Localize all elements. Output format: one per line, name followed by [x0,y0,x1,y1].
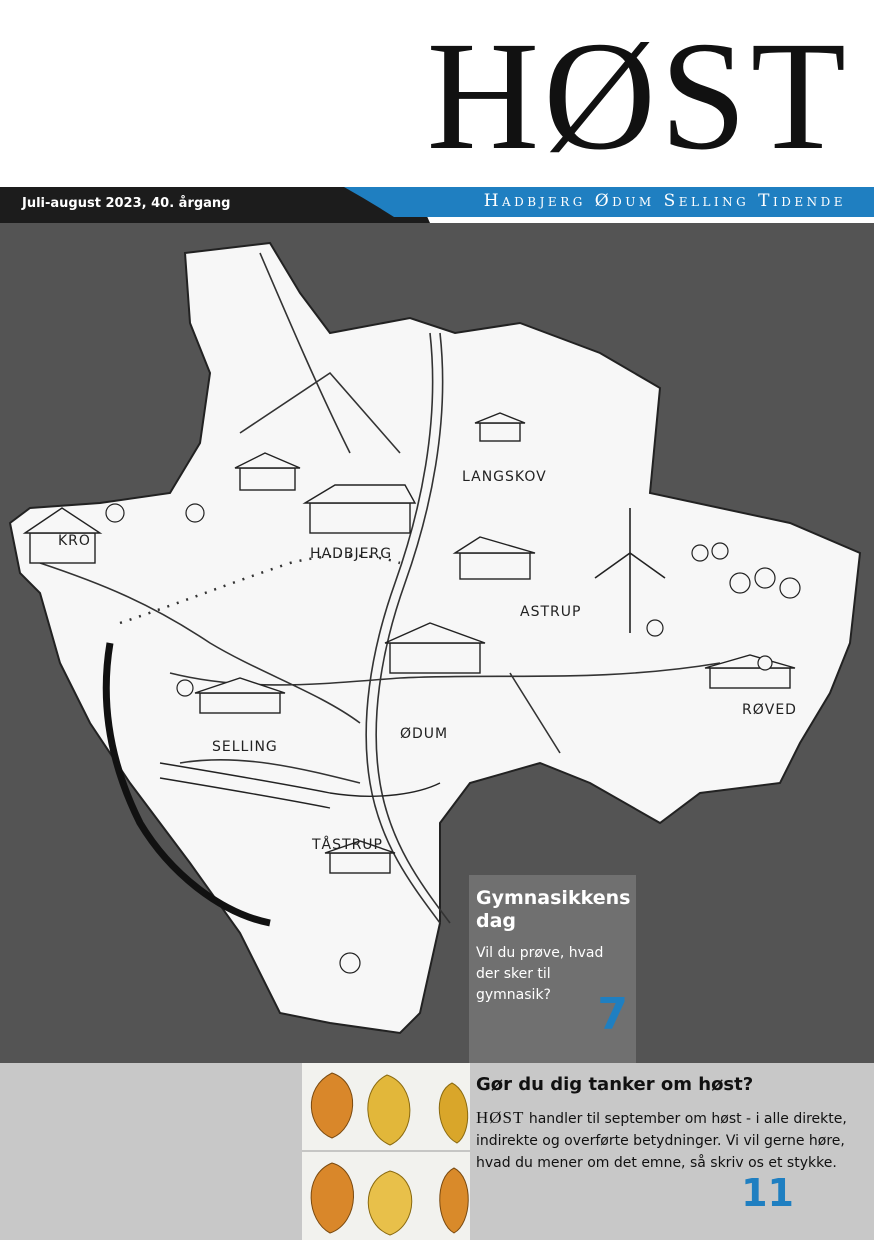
issue-date: Juli-august 2023, 40. årgang [22,196,231,211]
map-label-langskov: LANGSKOV [462,469,547,485]
teaser-hoest-title: Gør du dig tanker om høst? [476,1074,754,1095]
bottom-teaser-band: Gør du dig tanker om høst? HØST handler … [0,1063,874,1240]
issue-band-dark [0,187,400,223]
magazine-subtitle: Hadbjerg Ødum Selling Tidende [483,191,846,211]
wind-turbine [594,508,666,633]
teaser-hoest-page-number: 11 [741,1171,794,1215]
buildings [22,412,796,874]
teaser-gymnasium-page-number: 7 [597,989,628,1040]
map-label-taastrup: TÅSTRUP [311,836,383,853]
trees [105,503,801,974]
issue-band: Juli-august 2023, 40. årgang Hadbjerg Ød… [0,187,874,223]
railway [102,642,271,927]
teaser-hoest-body: HØST handler til september om høst - i a… [476,1107,861,1174]
autumn-leaves-photo [302,1063,470,1240]
roads [39,252,721,924]
teaser-gymnasium-body: Vil du prøve, hvad der sker til gymnasik… [476,945,604,1003]
subtitle-band-blue-slope [344,187,404,217]
subtitle-band-blue [394,187,874,217]
dotted-path [119,554,401,625]
map-label-selling: SELLING [212,739,278,755]
magazine-title: HØST [426,9,850,182]
masthead: HØST [0,0,874,190]
map-label-roved: RØVED [742,702,797,718]
cover-map: KRO HADBJERG LANGSKOV ASTRUP SELLING ØDU… [0,223,874,1063]
teaser-gymnasium-title: Gymnasikkens dag [476,887,631,932]
map-label-astrup: ASTRUP [520,604,581,620]
map-label-hadbjerg: HADBJERG [310,546,392,562]
teaser-gymnasium[interactable]: Gymnasikkens dag Vil du prøve, hvad der … [469,875,636,1063]
teaser-hoest-brand: HØST [476,1108,525,1127]
teaser-hoest-text: handler til september om høst - i alle d… [476,1111,847,1171]
map-label-odum: ØDUM [400,726,448,742]
river [159,762,441,797]
map-labels: KRO HADBJERG LANGSKOV ASTRUP SELLING ØDU… [58,469,797,853]
map-label-kro: KRO [58,533,91,549]
village-map-illustration: KRO HADBJERG LANGSKOV ASTRUP SELLING ØDU… [8,241,862,1035]
